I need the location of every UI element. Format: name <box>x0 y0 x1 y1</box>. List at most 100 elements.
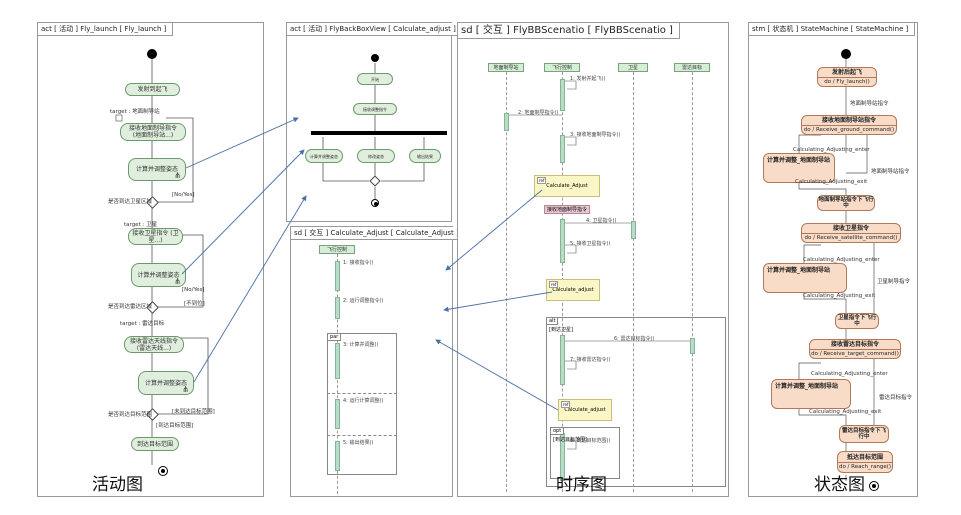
activity-label-target-radar: target : 雷达目标 <box>120 321 165 327</box>
exec-satellite-1 <box>631 221 636 239</box>
state-receive-satellite: 接收卫星指令 do / Receive_satellite_command() <box>801 223 901 243</box>
banner-receive-ground: 接收地面制导指令 <box>544 205 591 214</box>
transition-label-1: 地面制导站指令 <box>850 101 889 107</box>
state-receive-satellite-do: do / Receive_satellite_command() <box>802 232 900 242</box>
state-final-node <box>869 481 879 491</box>
state-receive-ground-do: do / Receive_ground_command() <box>802 124 896 133</box>
substate-adjust-1-title: 计算并调整_地面制导站 <box>767 157 831 164</box>
calculate-sequence-panel: sd [ 交互 ] Calculate_Adjust [ Calculate_A… <box>290 226 466 497</box>
activity-label-target-ground: target : 地面制导站 <box>110 109 160 115</box>
main-sequence-frame-tag: sd [ 交互 ] FlyBBScenatio [ FlyBBScenatio … <box>458 23 680 39</box>
state-reach-range-title: 抵达目标范围 <box>846 453 883 461</box>
substate-adjust-3: 计算并调整_地面制导站 <box>771 379 851 409</box>
calculate-exec-1 <box>335 261 340 291</box>
note-ref-2: ref <box>549 281 559 288</box>
activity-label-decision-1: 是否到达卫星区域 <box>108 199 153 205</box>
state-receive-satellite-title: 接收卫星指令 <box>832 224 869 232</box>
lifeline-head-ground: 地面制导站 <box>488 63 524 72</box>
calculate-msg-2: 2: 运行调整指令() <box>343 298 384 304</box>
note-text-1: Calculate_Adjust <box>546 183 588 189</box>
main-sequence-panel: sd [ 交互 ] FlyBBScenatio [ FlyBBScenatio … <box>457 22 729 497</box>
exit-label-1: Calculating_Adjusting_exit <box>795 179 868 185</box>
substate-adjust-2: 计算并调整_地面制导站 <box>763 263 847 293</box>
activity-label-target-satellite: target : 卫星 <box>124 222 158 228</box>
state-receive-radar: 接收雷达目标指令 do / Receive_target_command() <box>809 339 901 359</box>
calculate-par-separator-1 <box>327 393 397 394</box>
state-launch: 发射后起飞 do / Fly_launch() <box>817 67 877 87</box>
calculate-node-start: 开始 <box>357 73 393 85</box>
activity-initial-node <box>147 49 157 59</box>
calculate-exec-4 <box>335 399 340 429</box>
state-launch-title: 发射后起飞 <box>831 68 862 76</box>
transition-label-3: 卫星制导指令 <box>877 279 911 285</box>
state-fly-satellite: 卫星指令下飞行中 <box>835 313 879 329</box>
note-text-2: Calculate_adjust <box>552 287 594 293</box>
lifeline-radar <box>692 72 693 492</box>
state-transitions <box>798 59 875 481</box>
state-reach-range-do: do / Reach_range() <box>838 461 892 470</box>
fork-bar <box>311 131 447 135</box>
calculate-activity-panel: act [ 活动 ] FlyBackBoxView [ Calculate_ad… <box>286 22 463 222</box>
activity-label-guard-5: [到达目标范围] <box>156 423 194 429</box>
exec-flight-3 <box>560 219 565 263</box>
note-text-3: Calculate_adjust <box>564 407 606 413</box>
calculate-node-modify: 修改姿态 <box>357 149 395 163</box>
exit-label-2: Calculating_Adjusting_exit <box>803 293 876 299</box>
activity-label-guard-4: [未到达目标范围] <box>172 409 215 415</box>
state-reach-range: 抵达目标范围 do / Reach_range() <box>837 451 893 473</box>
state-receive-radar-title: 接收雷达目标指令 <box>830 340 879 348</box>
state-fly-ground: 地面制导站指令下飞行中 <box>817 195 875 211</box>
calculate-node-receive: 接收调整指令 <box>353 103 397 115</box>
activity-node-launch: 发射到起飞 <box>125 83 180 96</box>
activity-node-receive-satellite: 接收卫星指令 (卫星...) <box>128 228 183 245</box>
activity-label-decision-3: 是否到达目标范围 <box>108 412 153 418</box>
caption-state: 状态图 <box>814 475 865 495</box>
main-msg-5: 5: 接收卫星指令() <box>570 241 611 247</box>
activity-label-guard-2: [No/Yes] <box>182 287 205 293</box>
main-msg-6: 6: 雷达目标指令() <box>614 336 655 342</box>
note-calculate-adjust-1: ref Calculate_Adjust <box>534 175 600 197</box>
calculate-msg-5: 5: 输出结果() <box>343 440 374 446</box>
calculate-node-adjust: 计算并调整姿态 <box>305 149 343 163</box>
lifeline-head-satellite: 卫星 <box>618 63 648 72</box>
state-initial-node <box>841 49 851 59</box>
activity-node-receive-radar: 接收雷达天线指令 (雷达天线...) <box>124 336 184 353</box>
activity-label-guard-3: [不到位] <box>184 301 205 307</box>
main-msg-7: 7: 接收雷达指令() <box>570 357 611 363</box>
calculate-lifeline-head: 飞行控制 <box>319 245 355 254</box>
substate-adjust-3-title: 计算并调整_地面制导站 <box>775 383 839 390</box>
activity-diagram-panel: act [ 活动 ] Fly_launch [ Fly_launch ] 发射到… <box>37 22 264 497</box>
transition-label-2: 地面制导站指令 <box>871 169 910 175</box>
activity-node-adjust-3: 计算并调整姿态 <box>138 371 194 395</box>
calculate-final-node <box>371 199 379 207</box>
main-msg-8: 8: 到达目标范围() <box>570 438 611 444</box>
activity-label-guard-1: [No/Yes] <box>172 192 195 198</box>
calculate-msg-4: 4: 运行计算调整() <box>343 398 384 404</box>
main-msg-2: 2: 地面制导指令() <box>518 110 559 116</box>
state-fly-radar-title: 雷达目标指令下飞行中 <box>841 428 886 440</box>
exec-flight-4 <box>560 335 565 385</box>
calculate-exec-3 <box>335 343 340 379</box>
alt-tag: alt <box>547 318 559 325</box>
exit-label-3: Calculating_Adjusting_exit <box>809 409 882 415</box>
activity-node-adjust-2: 计算并调整姿态 <box>131 263 186 287</box>
calculate-node-output: 输出结果 <box>409 149 441 163</box>
calculate-sequence-frame-tag: sd [ 交互 ] Calculate_Adjust [ Calculate_A… <box>291 227 466 240</box>
state-fly-radar: 雷达目标指令下飞行中 <box>839 425 889 443</box>
state-fly-ground-title: 地面制导站指令下飞行中 <box>818 197 874 209</box>
calculate-par-tag: par <box>328 334 342 341</box>
note-ref-3: ref <box>561 401 571 408</box>
state-receive-radar-do: do / Receive_target_command() <box>810 348 900 357</box>
note-calculate-adjust-2: ref Calculate_adjust <box>546 279 600 301</box>
main-msg-4: 4: 卫星指令() <box>586 218 617 224</box>
activity-node-reach-target: 到达目标范围 <box>131 437 179 451</box>
opt-guard: [到达目标范围] <box>553 437 587 443</box>
substate-adjust-1: 计算并调整_地面制导站 <box>763 153 835 183</box>
entry-label-2: Calculating_Adjusting_enter <box>803 257 880 263</box>
main-sequence-arrows <box>508 80 692 450</box>
exec-flight-2 <box>560 135 565 163</box>
calculate-activity-lines <box>311 63 447 199</box>
entry-label-1: Calculating_Adjusting_enter <box>793 147 870 153</box>
alt-guard: [到达卫星] <box>549 327 573 333</box>
state-receive-ground-title: 接收地面制导站指令 <box>821 116 876 124</box>
